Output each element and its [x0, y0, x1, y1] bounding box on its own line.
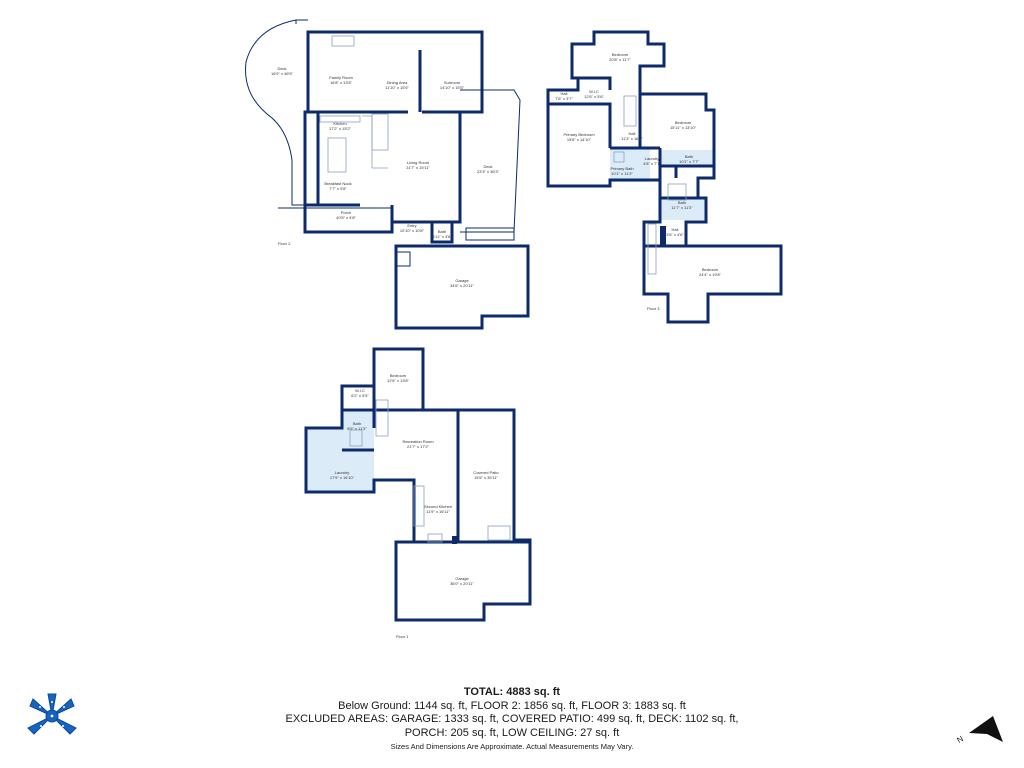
compass-label: N [955, 734, 965, 745]
room-dims: 15'6" x 14'10" [567, 137, 592, 142]
room-dims: 17'2" x 15'2" [329, 126, 352, 131]
room-label: Garage [455, 278, 469, 283]
room-label: Sunroom [444, 80, 461, 85]
room-label: Bath [438, 229, 446, 234]
room-dims: 12'6" x 13'8" [387, 378, 410, 383]
room-dims: 20'8" x 11'7" [609, 57, 631, 62]
room-dims: 16'8" x 13'8" [330, 80, 353, 85]
total-area: TOTAL: 4883 sq. ft [463, 686, 561, 698]
room-label: Recreation Room [402, 439, 434, 444]
room-dims: 8'5" x 11'3" [347, 426, 367, 431]
room-label: Deck [277, 66, 286, 71]
room-label: Family Room [329, 75, 353, 80]
room-dims: 10'10" x 10'8" [400, 228, 425, 233]
room-dims: 15'11" x 13'10" [670, 125, 697, 130]
room-dims: 12'6" x 5'6" [584, 94, 604, 99]
room-dims: 10'1" x 11'3" [611, 171, 633, 176]
excluded-areas-continued: PORCH: 205 sq. ft, LOW CEILING: 27 sq. f… [404, 726, 620, 739]
room-label: Bedroom [702, 267, 719, 272]
floor-2-plan: Deck 16'9" x 46'5" Family Room 16'8" x 1… [245, 19, 530, 330]
room-label: Primary Bath [610, 166, 633, 171]
room-label: W.I.C [589, 89, 599, 94]
floor-label: Floor 1 [396, 634, 409, 639]
excluded-areas: EXCLUDED AREAS: GARAGE: 1333 sq. ft, COV… [285, 713, 739, 725]
room-label: Bath [353, 421, 361, 426]
room-dims: 3'6" x 4'6" [666, 232, 684, 237]
floor-label: Floor 2 [278, 241, 291, 246]
room-dims: 7'6" x 3'7" [555, 96, 573, 101]
room-label: Second Kitchen [424, 504, 452, 509]
room-label: Covered Patio [473, 470, 499, 475]
floor-3-plan: Bedroom 20'8" x 11'7" W.I.C 12'6" x 5'6"… [546, 30, 783, 324]
room-dims: 10'1" x 7'7" [679, 159, 699, 164]
room-dims: 16'9" x 46'5" [271, 71, 294, 76]
disclaimer: Sizes And Dimensions Are Approximate. Ac… [390, 742, 634, 751]
room-label: Entry [407, 223, 416, 228]
area-summary: TOTAL: 4883 sq. ft Below Ground: 1144 sq… [200, 686, 824, 740]
room-dims: 11'10" x 15'5" [385, 85, 409, 90]
room-dims: 11'7" x 11'3" [671, 205, 693, 210]
room-dims: 5'11" x 4'8" [432, 234, 452, 239]
room-label: Deck [483, 164, 492, 169]
room-label: Laundry [335, 470, 349, 475]
room-label: Bath [678, 200, 686, 205]
room-label: Breakfast Nook [324, 181, 351, 186]
floor-areas: Below Ground: 1144 sq. ft, FLOOR 2: 1856… [338, 699, 686, 712]
room-dims: 40'5" x 4'8" [336, 215, 356, 220]
room-dims: 11'3" x 16'8" [621, 136, 643, 141]
floor-1-plan: Bedroom 12'6" x 13'8" W.I.C 6'2" x 5'5" … [304, 347, 532, 639]
room-label: Hall [561, 91, 568, 96]
room-dims: 24'4" x 19'8" [699, 272, 722, 277]
room-dims: 17'9" x 16'10" [330, 475, 355, 480]
room-label: Hall [672, 227, 679, 232]
room-label: Dining Area [387, 80, 408, 85]
room-dims: 36'0" x 20'11" [450, 581, 474, 586]
room-dims: 14'10" x 15'5" [440, 85, 465, 90]
room-dims: 34'6" x 20'11" [450, 283, 474, 288]
room-label: W.I.C [355, 388, 365, 393]
north-arrow-icon: N [955, 716, 1003, 745]
room-label: Bedroom [390, 373, 407, 378]
room-dims: 15'5" x 35'11" [474, 475, 498, 480]
room-label: Living Room [407, 160, 430, 165]
room-dims: 23'3" x 36'3" [477, 169, 500, 174]
room-label: Hall [629, 131, 636, 136]
room-label: Kitchen [333, 121, 346, 126]
room-dims: 4'8" x 7'7" [643, 161, 661, 166]
room-dims: 6'2" x 5'5" [351, 393, 369, 398]
room-label: Bedroom [675, 120, 692, 125]
room-label: Bath [685, 154, 693, 159]
starfish-logo-icon [27, 693, 77, 735]
room-label: Garage [455, 576, 469, 581]
floor-label: Floor 3 [647, 306, 660, 311]
room-dims: 7'7" x 9'8" [329, 186, 347, 191]
room-dims: 21'7" x 15'11" [406, 165, 430, 170]
room-label: Porch [341, 210, 351, 215]
room-dims: 11'9" x 16'11" [426, 509, 450, 514]
room-dims: 21'7" x 17'2" [407, 444, 430, 449]
room-label: Laundry [645, 156, 659, 161]
room-label: Primary Bedroom [563, 132, 595, 137]
room-label: Bedroom [612, 52, 629, 57]
